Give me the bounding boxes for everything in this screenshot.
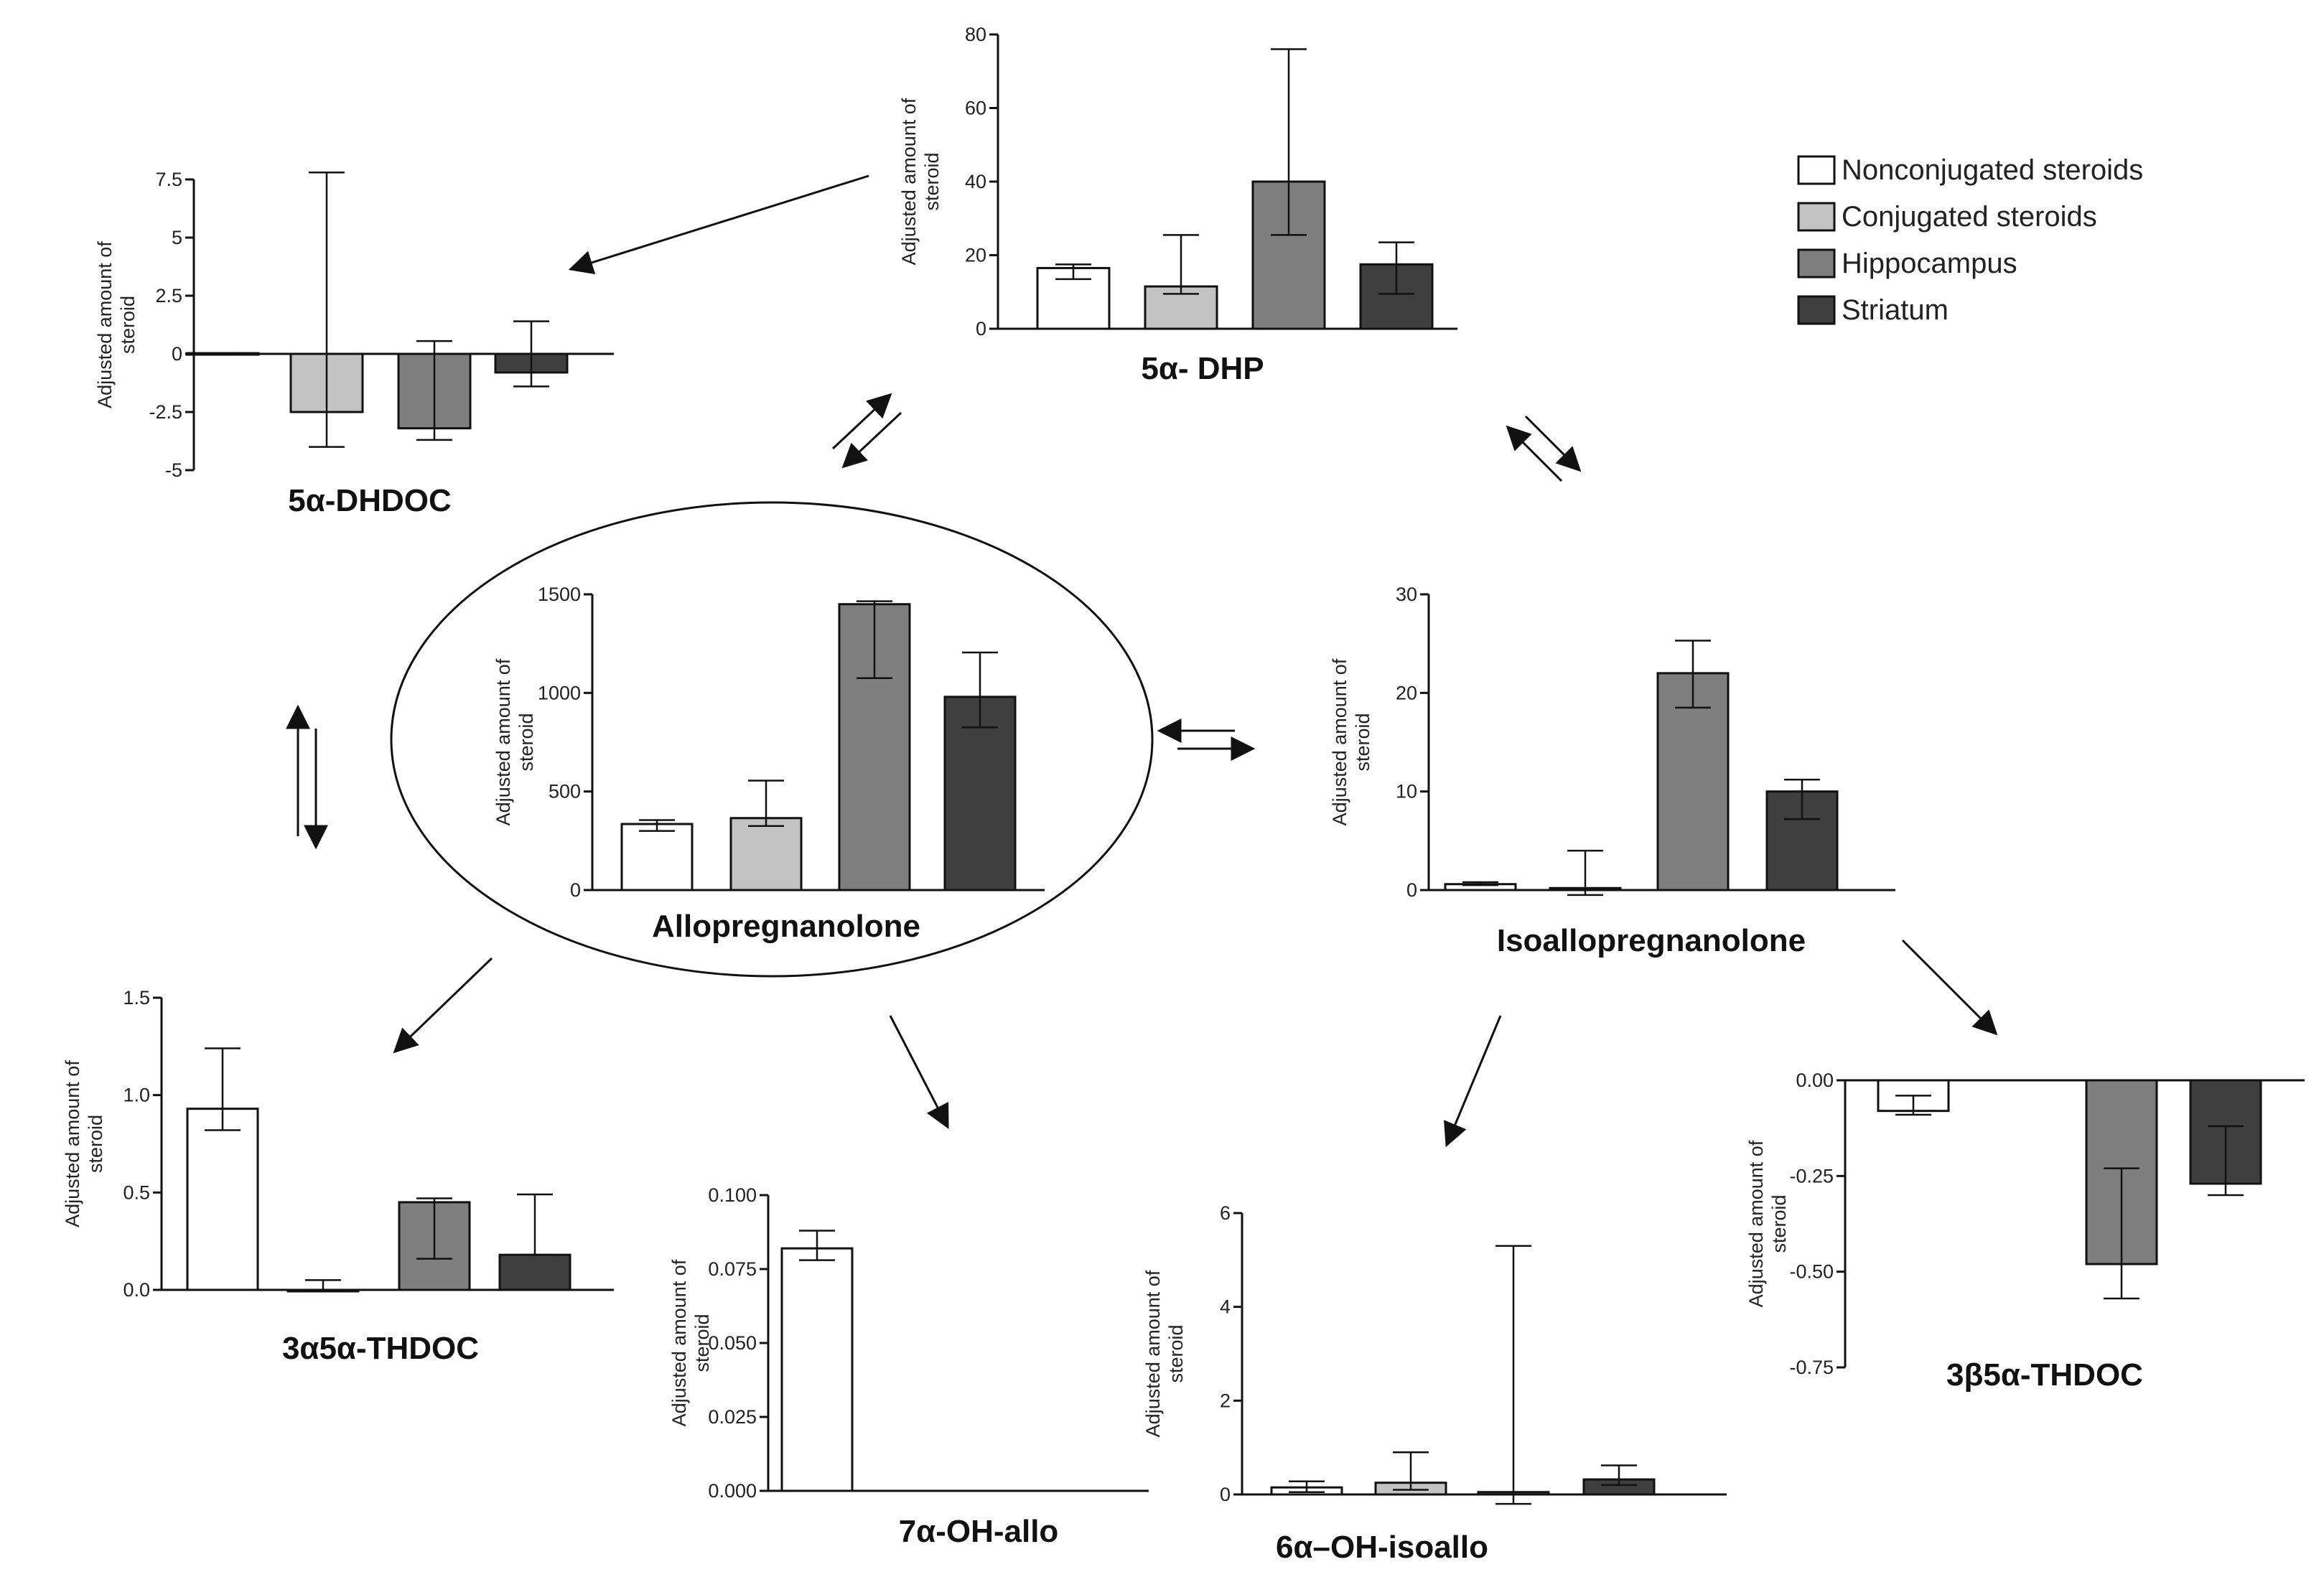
bar-nonconjugated-steroids — [186, 1108, 259, 1291]
y-tick-label: 0 — [570, 879, 581, 901]
legend-swatch — [1797, 155, 1836, 185]
y-axis-label: Adjusted amount ofsteroid — [94, 241, 139, 408]
pathway-arrows — [286, 174, 1998, 1148]
chart-title: 6α–OH-isoallo — [1276, 1530, 1488, 1565]
y-tick-label: 0.050 — [708, 1332, 757, 1354]
chart-title: Isoallopregnanolone — [1497, 923, 1806, 958]
y-tick-label: 0 — [1220, 1484, 1231, 1505]
y-tick-label: 0.025 — [708, 1406, 757, 1428]
y-tick-label: 20 — [965, 245, 986, 266]
arrow-isoallo-to-3b5a-thdoc — [1901, 939, 1998, 1036]
y-tick-label: 0 — [976, 318, 986, 340]
y-axis-label: Adjusted amount ofsteroid — [62, 1060, 106, 1227]
arrow-dhp-to-dhdoc — [568, 174, 869, 275]
bar-conjugated-steroids — [729, 817, 803, 892]
bar-striatum — [943, 696, 1017, 892]
y-tick-label: 0.0 — [123, 1279, 150, 1301]
chart-title: 3β5α-THDOC — [1946, 1357, 2143, 1393]
legend-swatch — [1797, 202, 1836, 232]
arrow-isoallo-to-6a-oh — [1444, 1015, 1502, 1148]
allopregnanolone-ellipse — [390, 501, 1154, 978]
chart-title: 7α-OH-allo — [899, 1514, 1059, 1549]
chart-title: 3α5α-THDOC — [282, 1331, 479, 1366]
y-tick-label: 1.0 — [123, 1085, 150, 1106]
arrow-allo-to-3a5a-thdoc — [393, 957, 493, 1054]
bar-nonconjugated-steroids — [1036, 266, 1111, 330]
y-tick-label: 4 — [1220, 1296, 1231, 1318]
legend-label: Hippocampus — [1842, 248, 2017, 279]
y-tick-label: 0.000 — [708, 1480, 757, 1502]
y-tick-label: 0 — [1406, 879, 1417, 901]
y-tick-label: 60 — [965, 98, 986, 119]
y-tick-label: 1.5 — [123, 987, 150, 1009]
y-tick-label: 2 — [1220, 1390, 1231, 1411]
y-tick-label: 1500 — [538, 584, 581, 605]
bar-nonconjugated-steroids — [620, 823, 694, 892]
y-tick-label: 0 — [172, 343, 182, 365]
legend-label: Conjugated steroids — [1842, 201, 2097, 233]
y-tick-label: 0.100 — [708, 1184, 757, 1206]
arrow-dhp-to-allo — [841, 411, 902, 469]
y-tick-label: 0.5 — [123, 1181, 150, 1203]
y-tick-label: 0.075 — [708, 1258, 757, 1280]
y-tick-label: 500 — [549, 781, 581, 802]
y-axis-label: Adjusted amount ofsteroid — [1329, 658, 1373, 825]
y-tick-label: 6 — [1220, 1202, 1231, 1224]
legend-label: Nonconjugated steroids — [1842, 154, 2143, 186]
y-tick-label: 2.5 — [155, 285, 182, 306]
y-axis-label: Adjusted amount ofsteroid — [1142, 1270, 1187, 1437]
y-axis-label: Adjusted amount ofsteroid — [668, 1259, 713, 1426]
arrow-dhp-to-isoallo — [1524, 415, 1582, 472]
bar-striatum — [498, 1253, 571, 1291]
y-tick-label: 40 — [965, 171, 986, 192]
y-tick-label: 1000 — [538, 682, 581, 703]
arrow-allo-to-7a-oh — [889, 1015, 949, 1130]
chart-7a-oh-allo: 7α-OH-allo 0.000 0.025 0.050 0.075 0.100Adju… — [668, 1184, 1149, 1549]
y-tick-label: -0.50 — [1789, 1261, 1834, 1283]
chart-title: 5α- DHP — [1141, 351, 1264, 386]
y-tick-label: 80 — [965, 24, 986, 45]
y-tick-label: 0.00 — [1796, 1070, 1834, 1091]
legend-swatch — [1797, 295, 1836, 325]
chart-title: 5α-DHDOC — [288, 483, 452, 518]
y-tick-label: 5 — [172, 227, 182, 248]
y-tick-label: -0.75 — [1789, 1357, 1834, 1378]
arrow-isoallo-to-dhp — [1506, 425, 1563, 482]
arrow-allo-to-dhp — [831, 393, 892, 450]
bar-hippocampus — [1656, 672, 1730, 892]
y-tick-label: 10 — [1396, 781, 1417, 802]
legend-label: Striatum — [1842, 294, 1949, 326]
y-axis-label: Adjusted amount ofsteroid — [1745, 1140, 1790, 1307]
y-tick-label: -0.25 — [1789, 1165, 1834, 1187]
legend-swatch — [1797, 248, 1836, 279]
y-tick-label: 20 — [1396, 682, 1417, 703]
y-axis-label: Adjusted amount ofsteroid — [493, 658, 537, 825]
y-tick-label: 7.5 — [155, 169, 182, 190]
bar-nonconjugated-steroids — [780, 1247, 854, 1492]
y-tick-label: 30 — [1396, 584, 1417, 605]
y-tick-label: -2.5 — [149, 401, 182, 423]
y-tick-label: -5 — [165, 459, 182, 481]
y-axis-label: Adjusted amount ofsteroid — [898, 98, 943, 265]
chart-title: Allopregnanolone — [652, 909, 920, 944]
